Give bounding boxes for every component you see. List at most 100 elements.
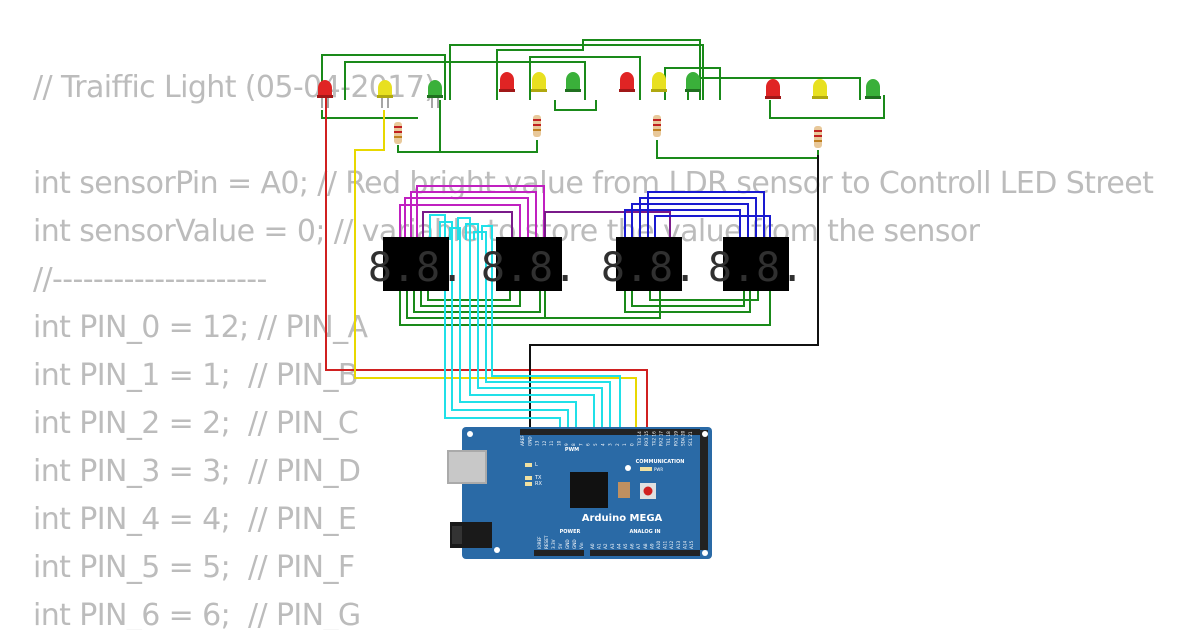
led-rx-label: RX [535,481,542,487]
seven-segment-display-3[interactable]: 8.8. [601,237,697,291]
analog-pin-label: A15 [689,540,694,549]
led-rx [525,482,532,486]
digital-pin-label: GND [527,436,532,446]
cyan-data-wires[interactable] [429,214,621,428]
traffic-light-2[interactable] [499,72,581,137]
led-tx [525,476,532,480]
display-bottom-wires[interactable] [399,290,771,326]
power-jack [450,522,492,548]
side-digital-header[interactable] [700,430,708,550]
analog-pin-label: A12 [669,540,674,549]
led-red-2[interactable] [499,72,515,92]
digital-pin-label: 9 [564,443,569,446]
icsp-header [618,482,630,498]
resistor-4[interactable] [814,126,822,148]
power-label: POWER [560,529,581,535]
led-yellow-4[interactable] [812,79,828,99]
led-green-1[interactable] [427,80,443,108]
reset-button[interactable] [640,483,656,499]
traffic-light-4[interactable] [765,79,881,148]
seven-segment-display-1[interactable]: 8.8. [368,237,464,291]
led-green-4[interactable] [865,79,881,99]
analog-pin-label: A9 [649,543,654,549]
led-tx-label: TX [534,475,542,481]
digital-pin-label: RX1 19 [673,431,678,446]
led-red-3[interactable] [619,72,635,92]
digital-pin-label: 6 [586,443,591,446]
code-line-title: // Traiffic Light (05-04-2017) [33,70,436,105]
analog-pin-label: A3 [610,543,615,549]
communication-label: COMMUNICATION [636,459,685,465]
digital-pin-label: 1 [622,443,627,446]
power-pin-label: 3.3V [551,539,556,549]
analog-pin-label: A10 [656,540,661,549]
digital-pin-label: 4 [600,443,605,446]
pwm-label: PWM [565,447,579,453]
seven-segment-display-4[interactable]: 8.8. [708,237,804,291]
led-yellow-3[interactable] [651,72,667,92]
traffic-light-1[interactable] [317,80,443,144]
display-3-digits: 8.8. [601,245,697,291]
analog-pin-label: A2 [603,543,608,549]
code-line-pin-5: int PIN_5 = 5; // PIN_F [33,550,355,585]
resistor-1[interactable] [394,122,402,144]
digital-pin-label: 2 [615,443,620,446]
analog-header[interactable] [590,550,700,556]
code-line-pin-6: int PIN_6 = 6; // PIN_G [33,598,361,630]
digital-pin-label: 13 [535,440,540,446]
code-line-pin-1: int PIN_1 = 1; // PIN_B [33,358,359,393]
led-red-1[interactable] [317,80,333,108]
power-pin-label: RESET [544,535,549,549]
led-l [525,463,532,467]
pwr-label: PWR [654,467,663,472]
led-pwr [640,467,652,471]
resistor-3[interactable] [653,115,661,137]
digital-pin-label: TX2 16 [651,431,656,447]
analog-in-label: ANALOG IN [629,529,660,535]
analog-pin-label: A0 [590,543,595,549]
led-yellow-1[interactable] [377,80,393,108]
resistor-2[interactable] [533,115,541,137]
analog-pin-label: A4 [616,543,621,549]
analog-pin-label: A5 [623,543,628,549]
digital-pin-label: 3 [608,443,613,446]
digital-pin-label: 7 [578,443,583,446]
led-green-3[interactable] [685,72,701,92]
usb-connector [447,450,487,484]
power-pin-label: IOREF [537,536,542,549]
code-line-separator: //--------------------- [33,262,267,297]
digital-pin-label: RX3 15 [644,431,649,446]
board-name: Arduino MEGA [582,513,663,524]
digital-pin-label: 12 [542,440,547,446]
analog-pin-label: A1 [597,543,602,549]
digital-pin-label: AREF [520,435,525,446]
analog-pin-label: A13 [676,540,681,549]
display-4-digits: 8.8. [708,245,804,291]
display-top-wires[interactable] [399,185,771,240]
digital-pin-label: SCL 21 [688,431,693,446]
digital-pin-label: 11 [549,440,554,446]
traffic-light-3[interactable] [619,72,701,137]
green-bus-wires[interactable] [321,39,885,159]
digital-pin-label: 0 [630,443,635,446]
display-2-digits: 8.8. [481,245,577,291]
power-pin-label: Vin [579,542,584,549]
led-yellow-2[interactable] [531,72,547,92]
power-pin-label: GND [572,539,577,549]
code-line-pin-2: int PIN_2 = 2; // PIN_C [33,406,359,441]
digital-header[interactable] [520,429,700,435]
led-red-4[interactable] [765,79,781,99]
led-green-2[interactable] [565,72,581,92]
digital-pin-label: 5 [593,443,598,446]
analog-pin-label: A8 [643,543,648,549]
power-header[interactable] [534,550,584,556]
seven-segment-display-2[interactable]: 8.8. [481,237,577,291]
arduino-mega-board[interactable]: Arduino MEGA COMMUNICATION PWM POWER ANA… [447,427,712,559]
display-1-digits: 8.8. [368,245,464,291]
digital-pin-label: 8 [571,443,576,446]
digital-pin-label: SDA 20 [681,430,686,446]
code-line-pin-3: int PIN_3 = 3; // PIN_D [33,454,361,489]
power-pin-label: 5V [558,543,563,549]
